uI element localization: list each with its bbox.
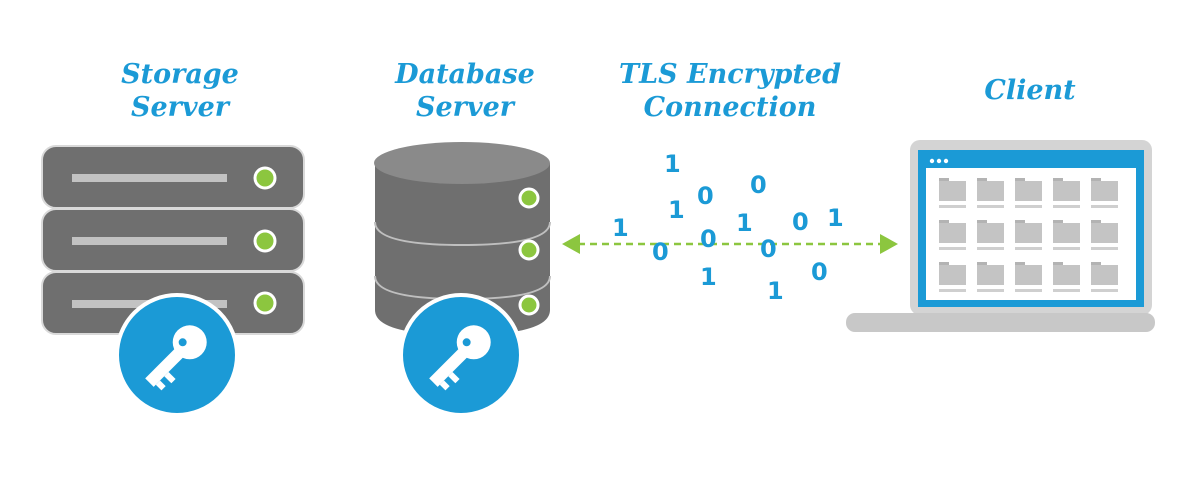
tls-label-line2: Connection [643, 92, 817, 123]
folder-icon [1053, 220, 1080, 250]
folder-icon [1091, 178, 1118, 208]
bit: 0 [697, 182, 714, 210]
double-arrow-icon [562, 234, 898, 254]
bit: 1 [736, 209, 753, 237]
database-server-icon [374, 142, 551, 335]
bit: 1 [612, 214, 629, 242]
folder-icon [1053, 178, 1080, 208]
bit: 0 [750, 171, 767, 199]
storage-unit-1 [41, 145, 305, 209]
folder-icon [1053, 262, 1080, 292]
folder-icon [1015, 262, 1042, 292]
storage-label-line2: Server [131, 92, 229, 123]
client-label: Client [984, 75, 1076, 106]
database-label-line2: Server [416, 92, 514, 123]
laptop-icon [846, 140, 1155, 332]
database-server-label: Database Server [375, 58, 555, 124]
bit: 0 [792, 208, 809, 236]
database-key-icon [399, 293, 523, 417]
bit: 1 [668, 196, 685, 224]
folder-icon [939, 262, 966, 292]
storage-server-icon [41, 145, 305, 335]
folder-icon [977, 262, 1004, 292]
bit: 0 [811, 258, 828, 286]
storage-key-icon [115, 293, 239, 417]
folder-icon [939, 178, 966, 208]
bit: 1 [664, 150, 681, 178]
folder-icon [977, 220, 1004, 250]
tls-label-line1: TLS Encrypted [619, 59, 841, 90]
folder-grid [939, 178, 1118, 292]
binary-digits: 1 1 0 0 1 1 0 0 1 0 1 0 1 0 [612, 150, 844, 305]
storage-server-label: Storage Server [90, 58, 270, 124]
bit: 1 [827, 204, 844, 232]
database-label-line1: Database [395, 59, 535, 90]
folder-icon [977, 178, 1004, 208]
bit: 1 [700, 263, 717, 291]
bit: 0 [652, 238, 669, 266]
folder-icon [1015, 220, 1042, 250]
tls-connection-label: TLS Encrypted Connection [600, 58, 860, 124]
storage-label-line1: Storage [121, 59, 239, 90]
folder-icon [939, 220, 966, 250]
bit: 0 [760, 235, 777, 263]
folder-icon [1091, 262, 1118, 292]
storage-unit-2 [41, 208, 305, 272]
folder-icon [1091, 220, 1118, 250]
folder-icon [1015, 178, 1042, 208]
bit: 1 [767, 277, 784, 305]
bit: 0 [700, 225, 717, 253]
